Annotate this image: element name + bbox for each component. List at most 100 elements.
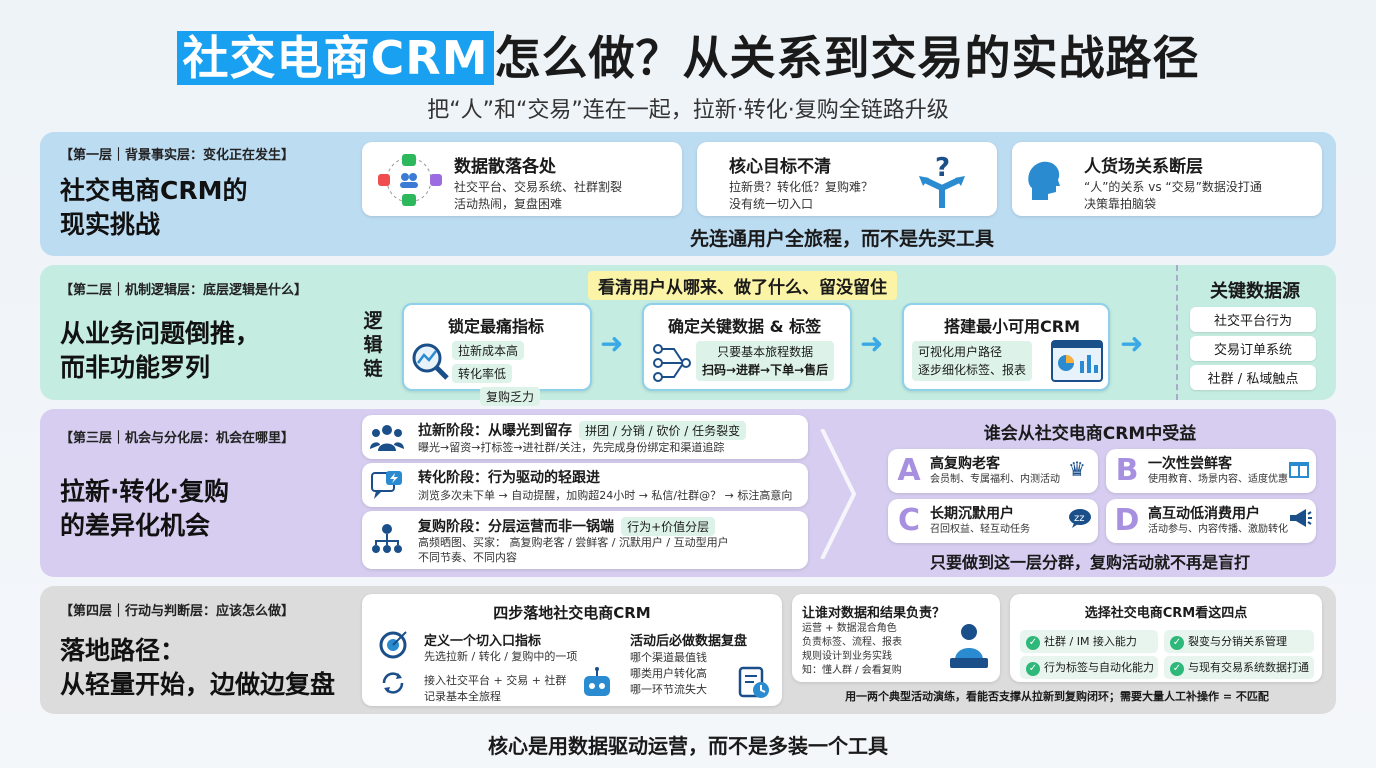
flow-nodes-icon: [652, 341, 692, 385]
challenge-card-1-line2: 活动热闹，复盘困难: [454, 197, 563, 211]
beneficiary-card-c: C 长期沉默用户 召回权益、轻互动任务 zz: [888, 499, 1098, 543]
stage-3-pill: 行为+价值分层: [621, 517, 716, 536]
logic-step-2-title: 确定关键数据 & 标签: [668, 317, 822, 336]
stage-3-title: 复购阶段：分层运营而非一锅端: [418, 519, 614, 535]
beneficiary-card-a: A 高复购老客 会员制、专属福利、内测活动 ♛: [888, 449, 1098, 493]
people-group-icon: [370, 421, 404, 453]
sleep-chat-icon: zz: [1068, 507, 1092, 533]
judge-line: 用一两个典型活动演练，看能否支撑从拉新到复购闭环；需要大量人工补操作 = 不匹配: [845, 690, 1269, 703]
criteria-item-2-label: 裂变与分销关系管理: [1188, 635, 1287, 648]
logic-step-2-box: 只要基本旅程数据 扫码→进群→下单→售后: [696, 341, 835, 381]
stage-card-3: 复购阶段：分层运营而非一锅端 行为+价值分层 高频晒图、买家： 高复购老客 / …: [362, 511, 808, 569]
stage-3-line: 高频晒图、买家： 高复购老客 / 尝鲜客 / 沉默用户 / 互动型用户: [418, 536, 729, 549]
beneficiary-d-letter: D: [1114, 503, 1140, 538]
logic-step-3-box: 可视化用户路径 逐步细化标签、报表: [912, 341, 1033, 381]
challenge-card-3-line2: 决策靠拍脑袋: [1084, 197, 1157, 211]
stage-card-2: 转化阶段：行为驱动的轻跟进 浏览多次未下单 → 自动提醒，加购超24小时 → 私…: [362, 463, 808, 507]
gift-icon: [1288, 457, 1310, 483]
layer-2-tag: 【第二层｜机制逻辑层：底层逻辑是什么】: [60, 283, 308, 298]
step-c-title: 活动后必做数据复盘: [630, 634, 748, 649]
beneficiary-c-title: 长期沉默用户: [930, 506, 1014, 522]
sources-title: 关键数据源: [1210, 281, 1300, 302]
criteria-item-3-label: 行为标签与自动化能力: [1044, 661, 1154, 674]
question-crossroads-icon: ?: [907, 152, 977, 210]
layer-3-conclusion: 只要做到这一层分群，复购活动就不再是盲打: [929, 553, 1250, 572]
logic-step-2-box-line: 扫码→进群→下单→售后: [702, 363, 829, 377]
challenge-card-1: 数据散落各处 社交平台、交易系统、社群割裂 活动热闹，复盘困难: [362, 142, 682, 216]
criteria-card: 选择社交电商CRM看这四点 ✓社群 / IM 接入能力 ✓裂变与分销关系管理 ✓…: [1010, 594, 1322, 682]
hierarchy-icon: [370, 523, 404, 557]
cycle-icon: [380, 670, 406, 700]
challenge-card-3: 人货场关系断层 “人”的关系 vs “交易”数据没打通 决策靠拍脑袋: [1012, 142, 1322, 216]
layer-4-tag: 【第四层｜行动与判断层：应该怎么做】: [60, 604, 295, 619]
step-c-item-1: 哪个渠道最值钱: [630, 651, 707, 664]
owner-title: 让谁对数据和结果负责？: [802, 606, 946, 621]
logic-arrow-1: ➜: [600, 327, 624, 360]
logic-pill-1: 拉新成本高: [452, 341, 525, 360]
svg-text:zz: zz: [1074, 513, 1085, 524]
four-steps-card: 四步落地社交电商CRM 定义一个切入口指标 先选拉新 / 转化 / 复购中的一项…: [362, 594, 782, 706]
presenter-icon: [946, 620, 992, 674]
logic-step-3-box-line1: 可视化用户路径: [918, 345, 1003, 359]
target-icon: [378, 630, 408, 664]
layer-1-panel: 【第一层｜背景事实层：变化正在发生】 社交电商CRM的 现实挑战 数据散落各处 …: [40, 132, 1336, 256]
source-item-3: 社群 / 私域触点: [1190, 365, 1316, 390]
page-subtitle: 把“人”和“交易”连在一起，拉新·转化·复购全链路升级: [427, 98, 949, 123]
step-b-line1: 接入社交平台 + 交易 + 社群: [424, 674, 567, 687]
criteria-item-4: ✓与现有交易系统数据打通: [1164, 656, 1314, 679]
check-icon: ✓: [1026, 662, 1040, 676]
logic-step-2-box-title: 只要基本旅程数据: [717, 345, 814, 359]
challenge-card-2: 核心目标不清 拉新贵？转化低？复购难？ 没有统一切入口 ?: [697, 142, 997, 216]
robot-icon: [580, 666, 614, 704]
stage-3-line2: 不同节奏、不同内容: [418, 551, 517, 564]
step-b-line2: 记录基本全旅程: [424, 690, 501, 703]
layer-2-title-line2: 而非功能罗列: [60, 353, 211, 382]
logic-step-2: 确定关键数据 & 标签 只要基本旅程数据 扫码→进群→下单→售后: [642, 303, 852, 391]
layer-1-title-line2: 现实挑战: [60, 210, 161, 239]
layer-3-title-line2: 的差异化机会: [60, 511, 211, 540]
beneficiary-b-desc: 使用教育、场景内容、适度优惠: [1148, 474, 1288, 485]
sources-divider: [1176, 265, 1178, 400]
challenge-card-2-title: 核心目标不清: [729, 157, 831, 177]
clipboard-clock-icon: [738, 664, 770, 704]
logic-arrow-2: ➜: [860, 327, 884, 360]
owner-line-2: 负责标签、流程、报表: [802, 637, 902, 648]
source-item-2: 交易订单系统: [1190, 336, 1316, 361]
beneficiary-title: 谁会从社交电商CRM中受益: [983, 424, 1197, 444]
challenge-card-1-title: 数据散落各处: [454, 157, 556, 177]
magnifier-chart-icon: [410, 341, 450, 381]
check-icon: ✓: [1170, 636, 1184, 650]
step-c-list: 哪个渠道最值钱 哪类用户转化高 哪一环节流失大: [630, 650, 707, 698]
logic-step-1-title: 锁定最痛指标: [448, 317, 545, 336]
logic-step-1: 锁定最痛指标 拉新成本高转化率低 复购乏力: [402, 303, 592, 406]
step-c-item-2: 哪类用户转化高: [630, 667, 707, 680]
beneficiary-card-d: D 高互动低消费用户 活动参与、内容传播、激励转化: [1106, 499, 1316, 543]
crown-icon: ♛: [1068, 457, 1086, 481]
logic-step-3-title: 搭建最小可用CRM: [944, 317, 1080, 336]
beneficiary-d-desc: 活动参与、内容传播、激励转化: [1148, 524, 1288, 535]
step-a-line: 先选拉新 / 转化 / 复购中的一项: [424, 650, 578, 663]
four-steps-title: 四步落地社交电商CRM: [493, 604, 651, 622]
beneficiary-d-title: 高互动低消费用户: [1148, 506, 1260, 522]
title-highlight: 社交电商CRM: [176, 31, 495, 85]
layer-4-title-line1: 落地路径：: [60, 636, 186, 665]
layer-3-title-line1: 拉新·转化·复购: [60, 477, 229, 506]
owner-line-3: 规则设计到业务实践: [802, 651, 892, 662]
beneficiary-c-letter: C: [897, 503, 921, 538]
layer-1-conclusion: 先连通用户全旅程，而不是先买工具: [689, 228, 994, 250]
challenge-card-1-line1: 社交平台、交易系统、社群割裂: [454, 180, 623, 194]
challenge-card-2-line1: 拉新贵？转化低？复购难？: [729, 180, 874, 194]
stage-1-title: 拉新阶段：从曝光到留存: [418, 423, 572, 439]
layer-2-panel: 【第二层｜机制逻辑层：底层逻辑是什么】 从业务问题倒推， 而非功能罗列 逻辑链 …: [40, 265, 1336, 406]
logic-pill-3: 复购乏力: [480, 387, 541, 406]
check-icon: ✓: [1170, 662, 1184, 676]
footer-conclusion: 核心是用数据驱动运营，而不是多装一个工具: [488, 734, 888, 758]
challenge-card-2-line2: 没有统一切入口: [729, 197, 814, 211]
criteria-title: 选择社交电商CRM看这四点: [1084, 606, 1248, 621]
criteria-item-3: ✓ 行为标签与自动化能力: [1020, 656, 1158, 679]
criteria-item-2: ✓ 裂变与分销关系管理: [1164, 630, 1314, 653]
stage-1-line: 曝光→留资→打标签→进社群/关注，先完成身份绑定和渠道追踪: [418, 441, 725, 454]
owner-line-1: 运营 + 数据混合角色: [802, 623, 897, 634]
chat-bolt-icon: [370, 469, 404, 501]
